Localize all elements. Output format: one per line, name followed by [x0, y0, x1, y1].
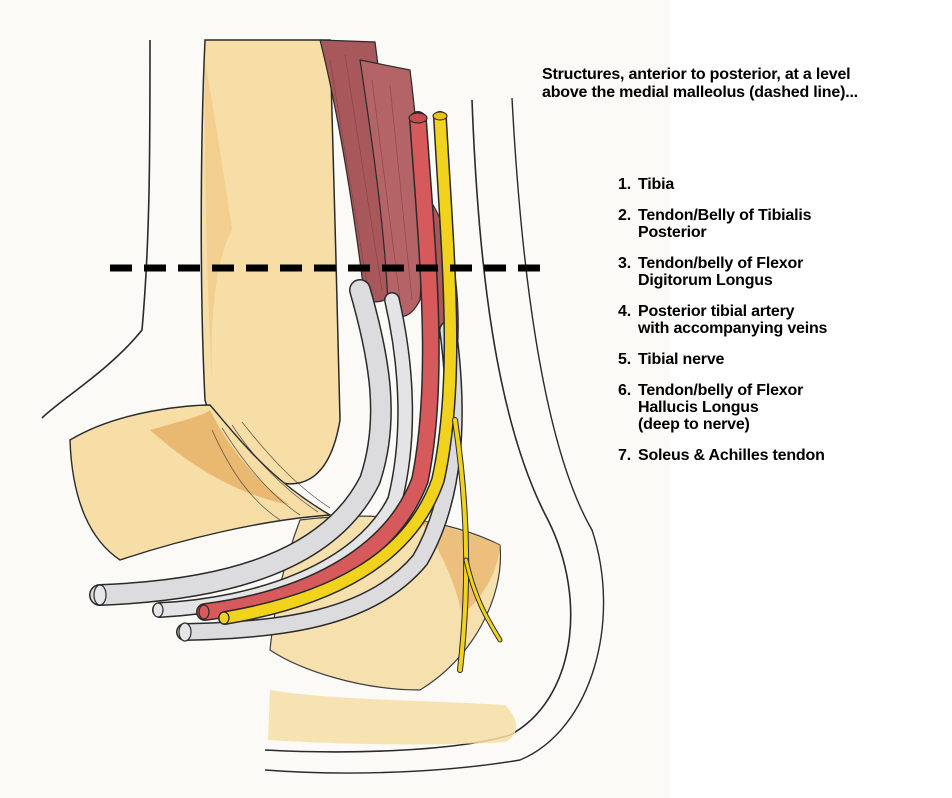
structure-item-tibia: 1.Tibia — [618, 176, 938, 193]
structure-label: Tibial nerve — [638, 351, 724, 368]
heel-pad — [268, 690, 516, 744]
nerve-cut-end — [433, 112, 447, 120]
structure-item-soleus-achilles: 7.Soleus & Achilles tendon — [618, 447, 938, 464]
structure-label-continued: Hallucis Longus — [618, 399, 938, 416]
structure-item-posterior-tibial-artery: 4.Posterior tibial artery with accompany… — [618, 303, 938, 337]
nerve-foot-end — [219, 612, 229, 624]
structure-label-continued: (deep to nerve) — [618, 416, 938, 433]
structure-item-tibial-nerve: 5.Tibial nerve — [618, 351, 938, 368]
legend-heading-line-1: Structures, anterior to posterior, at a … — [542, 66, 950, 84]
medial-ankle-drawing — [0, 0, 670, 798]
structure-label: Soleus & Achilles tendon — [638, 447, 825, 464]
structure-number: 7. — [618, 447, 638, 464]
legend-heading-line-2: above the medial malleolus (dashed line)… — [542, 84, 950, 102]
structure-label-continued: with accompanying veins — [618, 320, 938, 337]
artery-foot-end — [199, 605, 209, 619]
structure-label: Tibia — [638, 176, 674, 193]
structure-label-continued: Digitorum Longus — [618, 272, 938, 289]
tendon-cut-end-3 — [179, 623, 191, 641]
structure-label-continued: Posterior — [618, 224, 938, 241]
leg-skin-outline-anterior — [42, 40, 150, 418]
structure-number: 1. — [618, 176, 638, 193]
anatomy-illustration — [0, 0, 670, 798]
legend-heading: Structures, anterior to posterior, at a … — [542, 66, 950, 102]
tendon-cut-end-1 — [94, 585, 106, 605]
structure-item-flexor-hallucis-longus: 6.Tendon/belly of Flexor Hallucis Longus… — [618, 382, 938, 433]
structure-number: 2. — [618, 207, 638, 224]
structure-number: 5. — [618, 351, 638, 368]
structure-label: Posterior tibial artery — [638, 303, 794, 320]
structure-label: Tendon/belly of Flexor — [638, 255, 803, 272]
structure-label: Tendon/Belly of Tibialis — [638, 207, 811, 224]
structure-number: 3. — [618, 255, 638, 272]
artery-cut-end — [409, 113, 427, 123]
structure-item-tibialis-posterior: 2.Tendon/Belly of Tibialis Posterior — [618, 207, 938, 241]
tendon-cut-end-2 — [153, 603, 163, 617]
structure-label: Tendon/belly of Flexor — [638, 382, 803, 399]
structure-list: 1.Tibia 2.Tendon/Belly of Tibialis Poste… — [618, 176, 938, 478]
structure-number: 4. — [618, 303, 638, 320]
structure-number: 6. — [618, 382, 638, 399]
tibia-bone — [201, 40, 340, 484]
structure-item-flexor-digitorum-longus: 3.Tendon/belly of Flexor Digitorum Longu… — [618, 255, 938, 289]
